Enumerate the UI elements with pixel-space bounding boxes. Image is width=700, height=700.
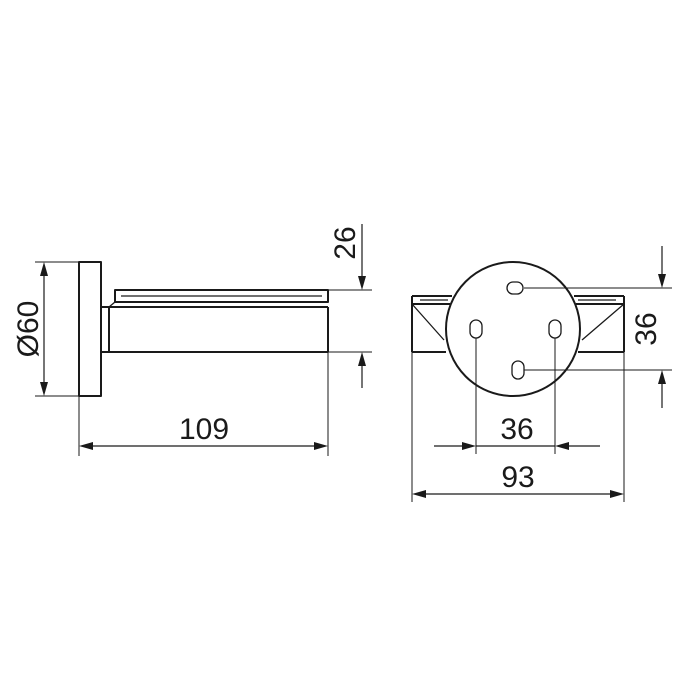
rosette-disc bbox=[445, 261, 581, 397]
wall-rosette bbox=[78, 261, 102, 397]
tray-support bbox=[108, 301, 116, 308]
mounting-slot-left bbox=[469, 319, 483, 339]
tray-slope-right bbox=[581, 303, 625, 341]
arrow-down bbox=[358, 276, 366, 290]
arrow-right bbox=[462, 442, 476, 450]
tray-slope-left bbox=[411, 303, 445, 341]
arrow-right bbox=[314, 442, 328, 450]
arrow-up bbox=[358, 352, 366, 366]
width-label: 93 bbox=[501, 461, 534, 494]
arrow-up bbox=[40, 262, 48, 276]
arrow-left bbox=[79, 442, 93, 450]
height-dimension: 26 bbox=[328, 224, 372, 388]
arrow-down bbox=[40, 382, 48, 396]
diameter-dimension: Ø60 bbox=[12, 261, 79, 397]
mounting-slot-right bbox=[548, 319, 562, 339]
mounting-slot-top bbox=[506, 281, 524, 295]
vertical-spacing-dimension: 36 bbox=[524, 246, 672, 408]
mounting-slot-bottom bbox=[511, 360, 525, 380]
rosette-collar bbox=[100, 306, 110, 353]
width-dimension: 93 bbox=[411, 352, 625, 502]
arrow-up bbox=[658, 370, 666, 384]
length-dimension: 109 bbox=[78, 352, 329, 456]
front-view bbox=[411, 261, 625, 397]
arrow-right bbox=[610, 490, 624, 498]
vertical-spacing-label: 36 bbox=[630, 312, 663, 345]
height-label: 26 bbox=[329, 226, 362, 259]
arrow-left bbox=[412, 490, 426, 498]
soap-tray bbox=[114, 289, 329, 303]
horizontal-spacing-label: 36 bbox=[500, 413, 533, 446]
side-view bbox=[78, 261, 329, 397]
arrow-down bbox=[658, 274, 666, 288]
arrow-left bbox=[555, 442, 569, 450]
diameter-label: Ø60 bbox=[12, 301, 45, 358]
length-label: 109 bbox=[179, 413, 229, 446]
horizontal-spacing-dimension: 36 bbox=[434, 338, 600, 454]
